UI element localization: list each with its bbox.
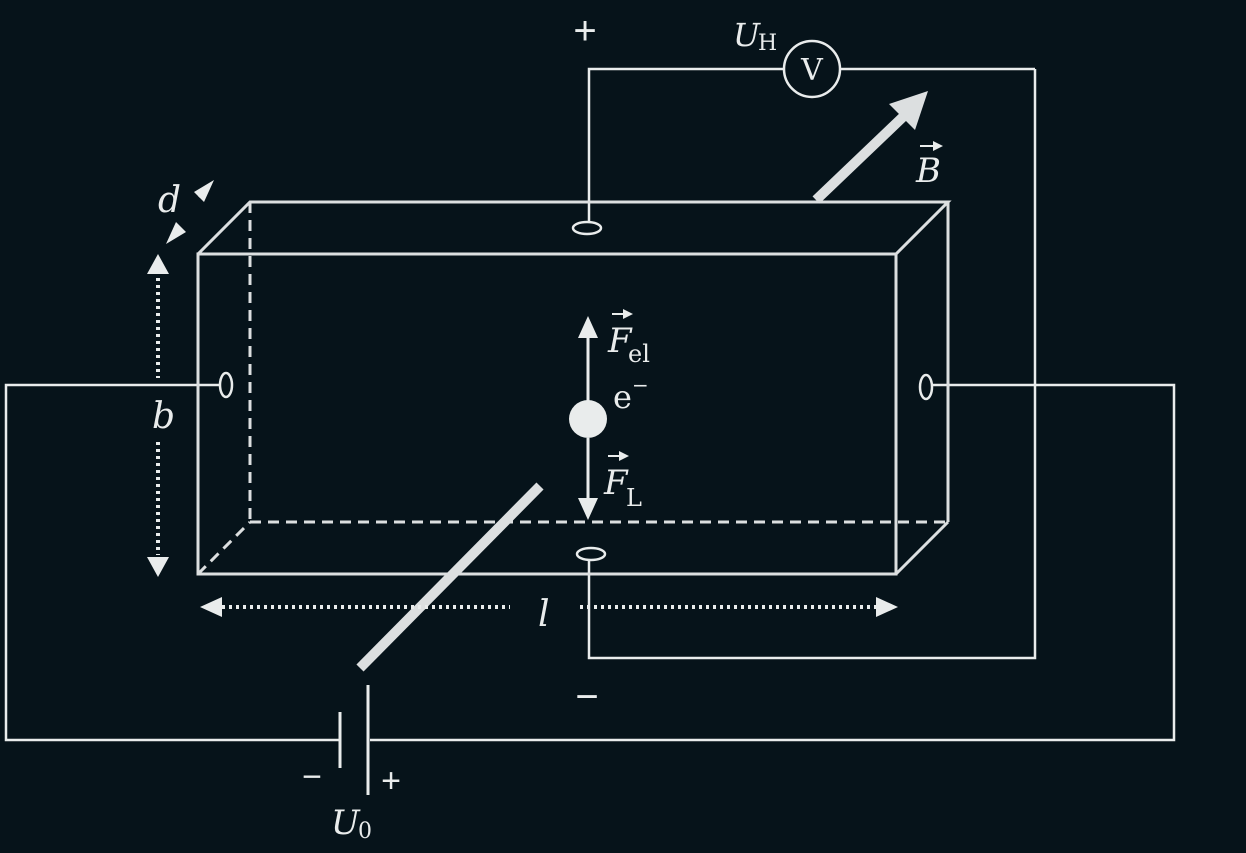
b-label: b [152,396,175,437]
dimension-l-right-head [876,597,898,617]
dimension-l-left-head [200,597,222,617]
hidden-depth-edge [196,520,252,576]
plus-top-label: + [573,9,596,53]
back-top-edge [196,200,952,256]
u0-subscript: 0 [358,819,372,844]
fel-label: F [607,321,633,361]
uh-subscript: H [758,31,777,56]
electron-charge: − [632,373,649,397]
front-face [196,252,898,576]
supply-circuit [4,383,1176,742]
current-direction-bar [356,482,544,672]
fl-subscript: L [626,484,642,512]
u0-label: U [331,803,361,843]
electron-label: e [613,378,632,416]
fel-arrow-head [578,316,598,338]
hall-plate [196,200,952,576]
fl-arrow-head [578,498,598,520]
right-depth-bottom [894,520,950,576]
b-field-arrow [812,91,928,204]
top-contact [571,220,603,236]
right-supply-wire [370,383,1176,742]
contacts [218,220,934,562]
voltmeter: V [782,39,842,99]
battery [338,685,370,795]
electron [569,400,607,438]
dimension-b-bottom-head [147,557,169,577]
right-contact [918,373,934,401]
l-label: l [538,594,550,635]
fl-label: F [603,463,629,503]
voltmeter-label: V [800,53,824,88]
battery-plus-label: + [381,762,401,800]
battery-minus-label: − [302,758,322,796]
top-wire [587,67,784,228]
hall-voltage-circuit [587,67,1037,660]
dimension-b-top-head [147,254,169,274]
left-contact [218,371,234,399]
electron-forces [569,316,607,520]
fel-subscript: el [628,340,650,368]
dimension-d [166,180,214,244]
d-label: d [158,180,181,221]
minus-bottom-label: − [575,675,598,719]
b-field-label: B [915,151,941,191]
left-supply-wire [4,383,340,742]
bottom-contact [575,546,607,562]
uh-label: U [733,16,761,54]
right-return-wire [587,69,1037,660]
